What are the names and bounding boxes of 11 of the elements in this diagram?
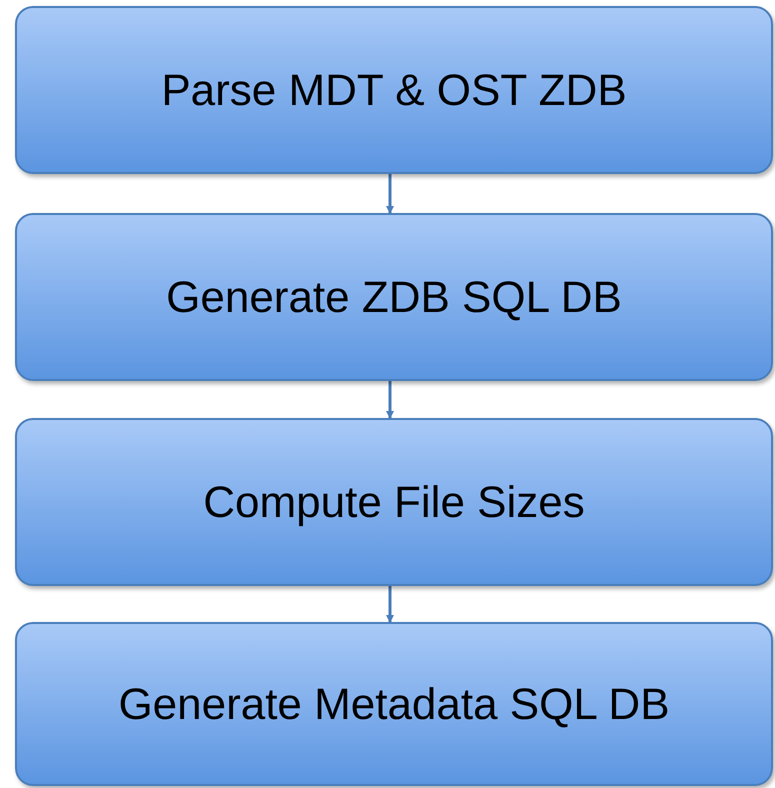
step-label: Generate Metadata SQL DB xyxy=(118,678,670,730)
process-box xyxy=(15,418,773,586)
process-box xyxy=(15,622,773,786)
arrow xyxy=(386,381,394,419)
step-label: Generate ZDB SQL DB xyxy=(166,272,622,324)
process-box xyxy=(15,6,773,174)
step-label: Parse MDT & OST ZDB xyxy=(161,64,627,116)
step-label: Compute File Sizes xyxy=(203,476,585,528)
arrow xyxy=(386,586,394,623)
arrow xyxy=(386,174,394,214)
process-box xyxy=(15,213,773,381)
